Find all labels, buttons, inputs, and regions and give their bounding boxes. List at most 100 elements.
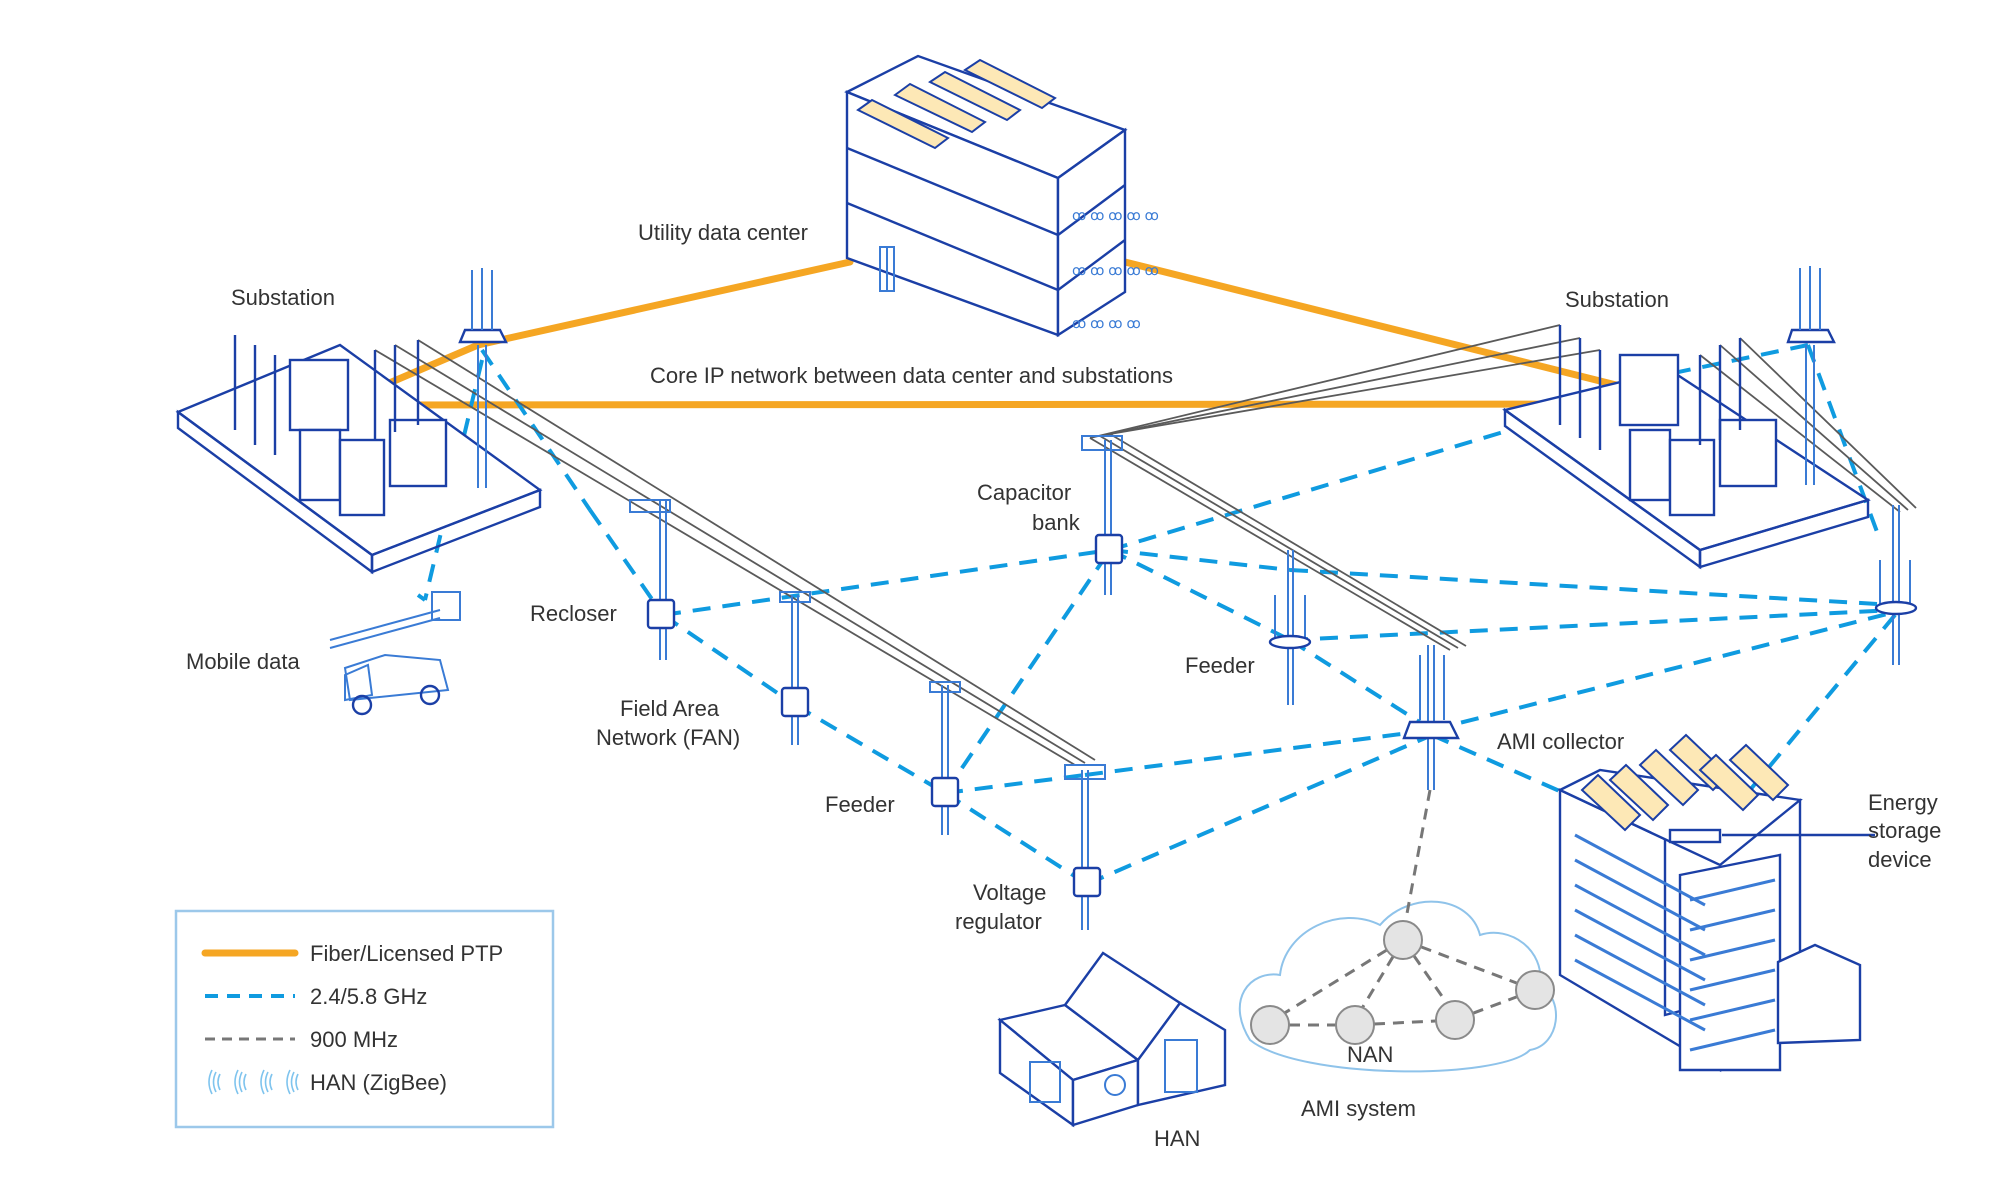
recloser-label: Recloser xyxy=(530,601,617,626)
recloser-pole xyxy=(629,499,676,660)
zigbee-icon xyxy=(208,1069,299,1095)
wifi-link xyxy=(944,773,1086,795)
wifi-link xyxy=(1289,568,1896,607)
wifi-link xyxy=(1431,610,1896,732)
wifi-links xyxy=(423,343,1897,886)
fiber-link-dc-right xyxy=(1121,258,1672,402)
power-wire xyxy=(1099,337,1581,437)
energy-storage-label-line1: Energy xyxy=(1868,790,1938,815)
utility-data-center: ꝏ ꝏ ꝏ ꝏ ꝏ ꝏ ꝏ ꝏ ꝏ ꝏ ꝏ ꝏ ꝏ ꝏ xyxy=(844,54,1159,338)
fiber-link-dc-left xyxy=(474,258,854,349)
power-wire xyxy=(1099,435,1459,649)
power-wire xyxy=(1109,433,1467,647)
wifi-link xyxy=(1431,733,1581,802)
substation-right-label: Substation xyxy=(1565,287,1669,312)
power-wire xyxy=(1739,337,1917,509)
fan-label-line2: Network (FAN) xyxy=(596,725,740,750)
substation-left-label: Substation xyxy=(231,285,335,310)
legend-label-900mhz: 900 MHz xyxy=(310,1027,398,1052)
smart-meter xyxy=(1383,920,1423,960)
ami-collector-pole xyxy=(1402,645,1460,790)
fan-device xyxy=(780,686,810,718)
wifi-link xyxy=(793,703,947,795)
svg-text:ꝏ ꝏ ꝏ ꝏ: ꝏ ꝏ ꝏ ꝏ xyxy=(1072,315,1141,331)
wifi-link xyxy=(1289,608,1896,642)
ami-system-label: AMI system xyxy=(1301,1096,1416,1121)
mhz-link xyxy=(1454,988,1536,1022)
mhz-link xyxy=(1401,789,1432,936)
data-center-label: Utility data center xyxy=(638,220,808,245)
smart-meter xyxy=(1335,1005,1375,1045)
wifi-link xyxy=(1084,728,1433,777)
wifi-link xyxy=(943,791,1089,886)
substation-left-tower xyxy=(458,268,508,488)
capacitor-bank-pole xyxy=(1081,435,1124,595)
feeder-center-radio xyxy=(1268,634,1312,650)
power-wire xyxy=(374,349,1076,766)
wifi-link xyxy=(662,548,1111,617)
wifi-link xyxy=(588,508,665,617)
commercial-building xyxy=(1557,733,1875,1073)
building-solar-panels xyxy=(1580,733,1790,832)
substation-right-tower xyxy=(1786,266,1836,485)
nan-label: NAN xyxy=(1347,1042,1393,1067)
mhz-link xyxy=(1402,938,1536,992)
ami-collector-device xyxy=(1402,720,1460,740)
voltage-regulator-label-line2: regulator xyxy=(955,909,1042,934)
legend-label-wifi: 2.4/5.8 GHz xyxy=(310,984,427,1009)
substation-left xyxy=(175,268,543,575)
wifi-link xyxy=(661,613,797,707)
ami-collector-label: AMI collector xyxy=(1497,729,1624,754)
voltage-regulator-pole xyxy=(1064,764,1106,930)
power-wire xyxy=(1089,437,1451,651)
mhz-link xyxy=(1269,938,1404,1024)
recloser-device xyxy=(646,598,676,630)
power-wire xyxy=(1089,324,1561,439)
legend: Fiber/Licensed PTP 2.4/5.8 GHz 900 MHz H… xyxy=(174,909,555,1129)
substation-right xyxy=(1502,266,1871,570)
legend-label-han: HAN (ZigBee) xyxy=(310,1070,447,1095)
capacitor-bank-label-line2: bank xyxy=(1032,510,1081,535)
core-ip-label: Core IP network between data center and … xyxy=(650,363,1173,388)
power-wire xyxy=(1699,354,1901,513)
han-label: HAN xyxy=(1154,1126,1200,1151)
wifi-link xyxy=(1086,733,1433,886)
power-lines xyxy=(374,324,1917,766)
voltage-regulator-label-line1: Voltage xyxy=(973,880,1046,905)
capacitor-bank-label-line1: Capacitor xyxy=(977,480,1071,505)
wifi-link xyxy=(1109,548,1291,642)
mobile-data-truck xyxy=(329,591,461,716)
smart-meter xyxy=(1515,970,1555,1010)
feeder-center-label: Feeder xyxy=(1185,653,1255,678)
smart-meter xyxy=(1435,1000,1475,1040)
legend-label-fiber: Fiber/Licensed PTP xyxy=(310,941,503,966)
power-wire xyxy=(1109,349,1601,435)
legend-box xyxy=(174,909,555,1129)
wifi-link xyxy=(1109,428,1511,552)
svg-text:ꝏ ꝏ ꝏ ꝏ ꝏ: ꝏ ꝏ ꝏ ꝏ ꝏ xyxy=(1072,207,1159,223)
feeder-center-pole xyxy=(1268,550,1312,705)
smart-meter xyxy=(1250,1005,1290,1045)
fiber-link-core xyxy=(334,400,1672,409)
power-wire xyxy=(417,339,1096,761)
mobile-data-label: Mobile data xyxy=(186,649,301,674)
feeder-left-device xyxy=(930,776,960,808)
capacitor-bank-device xyxy=(1094,533,1124,565)
voltage-regulator-device xyxy=(1072,866,1102,898)
feeder-left-label: Feeder xyxy=(825,792,895,817)
energy-storage-label-line3: device xyxy=(1868,847,1932,872)
energy-storage-device xyxy=(1668,828,1722,844)
house-han xyxy=(997,951,1227,1128)
fan-label-line1: Field Area xyxy=(620,696,720,721)
feeder-left-pole xyxy=(929,681,961,835)
fan-pole xyxy=(779,591,811,745)
nan-cloud xyxy=(1238,900,1557,1073)
wifi-link xyxy=(1288,638,1434,732)
wifi-link xyxy=(943,548,1112,795)
wifi-link xyxy=(1806,344,1882,541)
right-edge-pole xyxy=(1874,505,1918,665)
svg-text:ꝏ ꝏ ꝏ ꝏ ꝏ: ꝏ ꝏ ꝏ ꝏ ꝏ xyxy=(1072,262,1159,278)
wifi-link xyxy=(1748,613,1897,792)
mhz-link xyxy=(1353,939,1405,1021)
solar-panels xyxy=(856,58,1057,150)
